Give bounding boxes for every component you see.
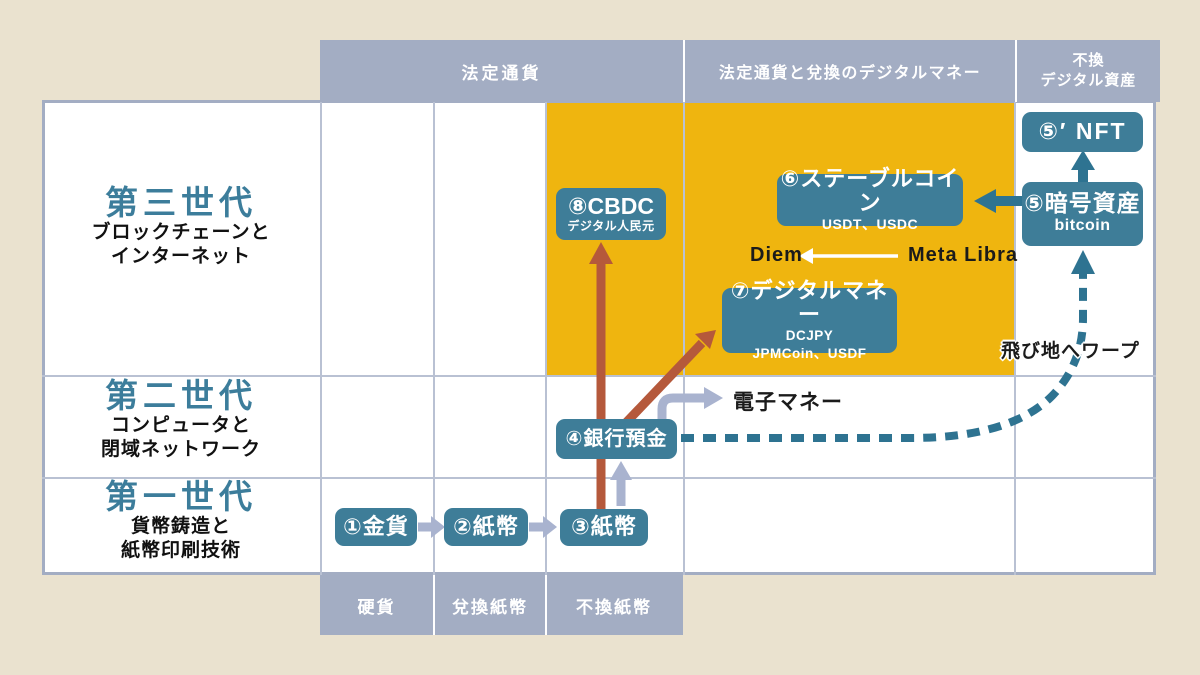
header-col-label: 法定通貨と兌換のデジタルマネー [718, 65, 982, 82]
generation-row-second: 第二世代 コンピュータと 閉域ネットワーク [42, 377, 320, 463]
grid-line-v2 [433, 100, 435, 575]
node-sublabel-line1: DCJPY [785, 328, 834, 344]
node-inconvertible-note: ③紙幣 [560, 509, 648, 546]
annotation-diem: Diem [750, 244, 803, 266]
node-label: ②紙幣 [453, 513, 519, 539]
generation-subtitle-line2: 紙幣印刷技術 [120, 540, 241, 562]
node-gold-coin: ①金貨 [335, 508, 417, 546]
generation-title: 第一世代 [105, 478, 257, 515]
header-col-label-line2: デジタル資産 [1040, 72, 1137, 89]
footer-col-coin: 硬貨 [357, 597, 396, 617]
node-label: ④銀行預金 [565, 428, 668, 450]
footer-col-inconvertible-note: 不換紙幣 [545, 575, 681, 635]
node-sublabel: bitcoin [1054, 217, 1111, 235]
annotation-e-money: 電子マネー [733, 391, 843, 414]
footer-col-convertible-note: 兌換紙幣 [433, 575, 545, 635]
node-sublabel-line2: JPMCoin、USDF [752, 345, 867, 361]
node-sublabel: デジタル人民元 [567, 218, 655, 233]
generation-title: 第三世代 [105, 184, 257, 221]
generation-subtitle-line2: 閉域ネットワーク [100, 439, 261, 461]
generation-row-first: 第一世代 貨幣鋳造と 紙幣印刷技術 [42, 478, 320, 564]
generation-subtitle-line2: インターネット [110, 246, 251, 268]
grid-line-v3 [545, 100, 547, 575]
node-digital-money: ⑦デジタルマネー DCJPY JPMCoin、USDF [722, 278, 897, 361]
node-label: ⑥ステーブルコイン [780, 165, 960, 215]
node-stablecoin: ⑥ステーブルコイン USDT、USDC [777, 166, 963, 232]
header-col-label-line1: 不換 [1072, 51, 1105, 69]
header-col-inconvertible-digital-assets: 不換 デジタル資産 [1015, 40, 1160, 102]
node-cbdc: ⑧CBDC デジタル人民元 [556, 188, 666, 240]
node-label: ⑤暗号資産 [1024, 189, 1141, 216]
node-label: ①金貨 [343, 513, 409, 539]
header-band: 法定通貨 法定通貨と兌換のデジタルマネー 不換 デジタル資産 [320, 40, 1160, 102]
grid-line-v1 [320, 100, 322, 575]
node-label: ⑤′ NFT [1038, 118, 1127, 145]
node-bank-deposit: ④銀行預金 [556, 419, 677, 459]
grid-line-v4 [683, 100, 685, 575]
generation-row-third: 第三世代 ブロックチェーンと インターネット [42, 184, 320, 270]
header-col-convertible-digital-money: 法定通貨と兌換のデジタルマネー [683, 40, 1015, 102]
generation-subtitle-line1: 貨幣鋳造と [130, 515, 231, 537]
generation-subtitle-line1: ブロックチェーンと [91, 221, 271, 243]
generation-title: 第二世代 [105, 377, 257, 414]
node-crypto-asset: ⑤暗号資産 bitcoin [1022, 182, 1143, 246]
node-label: ⑦デジタルマネー [730, 277, 889, 327]
node-nft: ⑤′ NFT [1022, 112, 1143, 152]
node-convertible-note: ②紙幣 [444, 508, 528, 546]
annotation-meta-libra: Meta Libra [908, 244, 1019, 266]
node-sublabel: USDT、USDC [821, 216, 919, 233]
header-col-legal-tender: 法定通貨 [320, 40, 683, 102]
node-label: ③紙幣 [571, 514, 637, 540]
node-label: ⑧CBDC [568, 192, 654, 219]
footer-band: 硬貨 兌換紙幣 不換紙幣 [320, 575, 683, 635]
header-col-label: 法定通貨 [461, 63, 542, 83]
generation-subtitle-line1: コンピュータと [110, 414, 251, 436]
annotation-warp: 飛び地へワープ [1001, 341, 1140, 362]
